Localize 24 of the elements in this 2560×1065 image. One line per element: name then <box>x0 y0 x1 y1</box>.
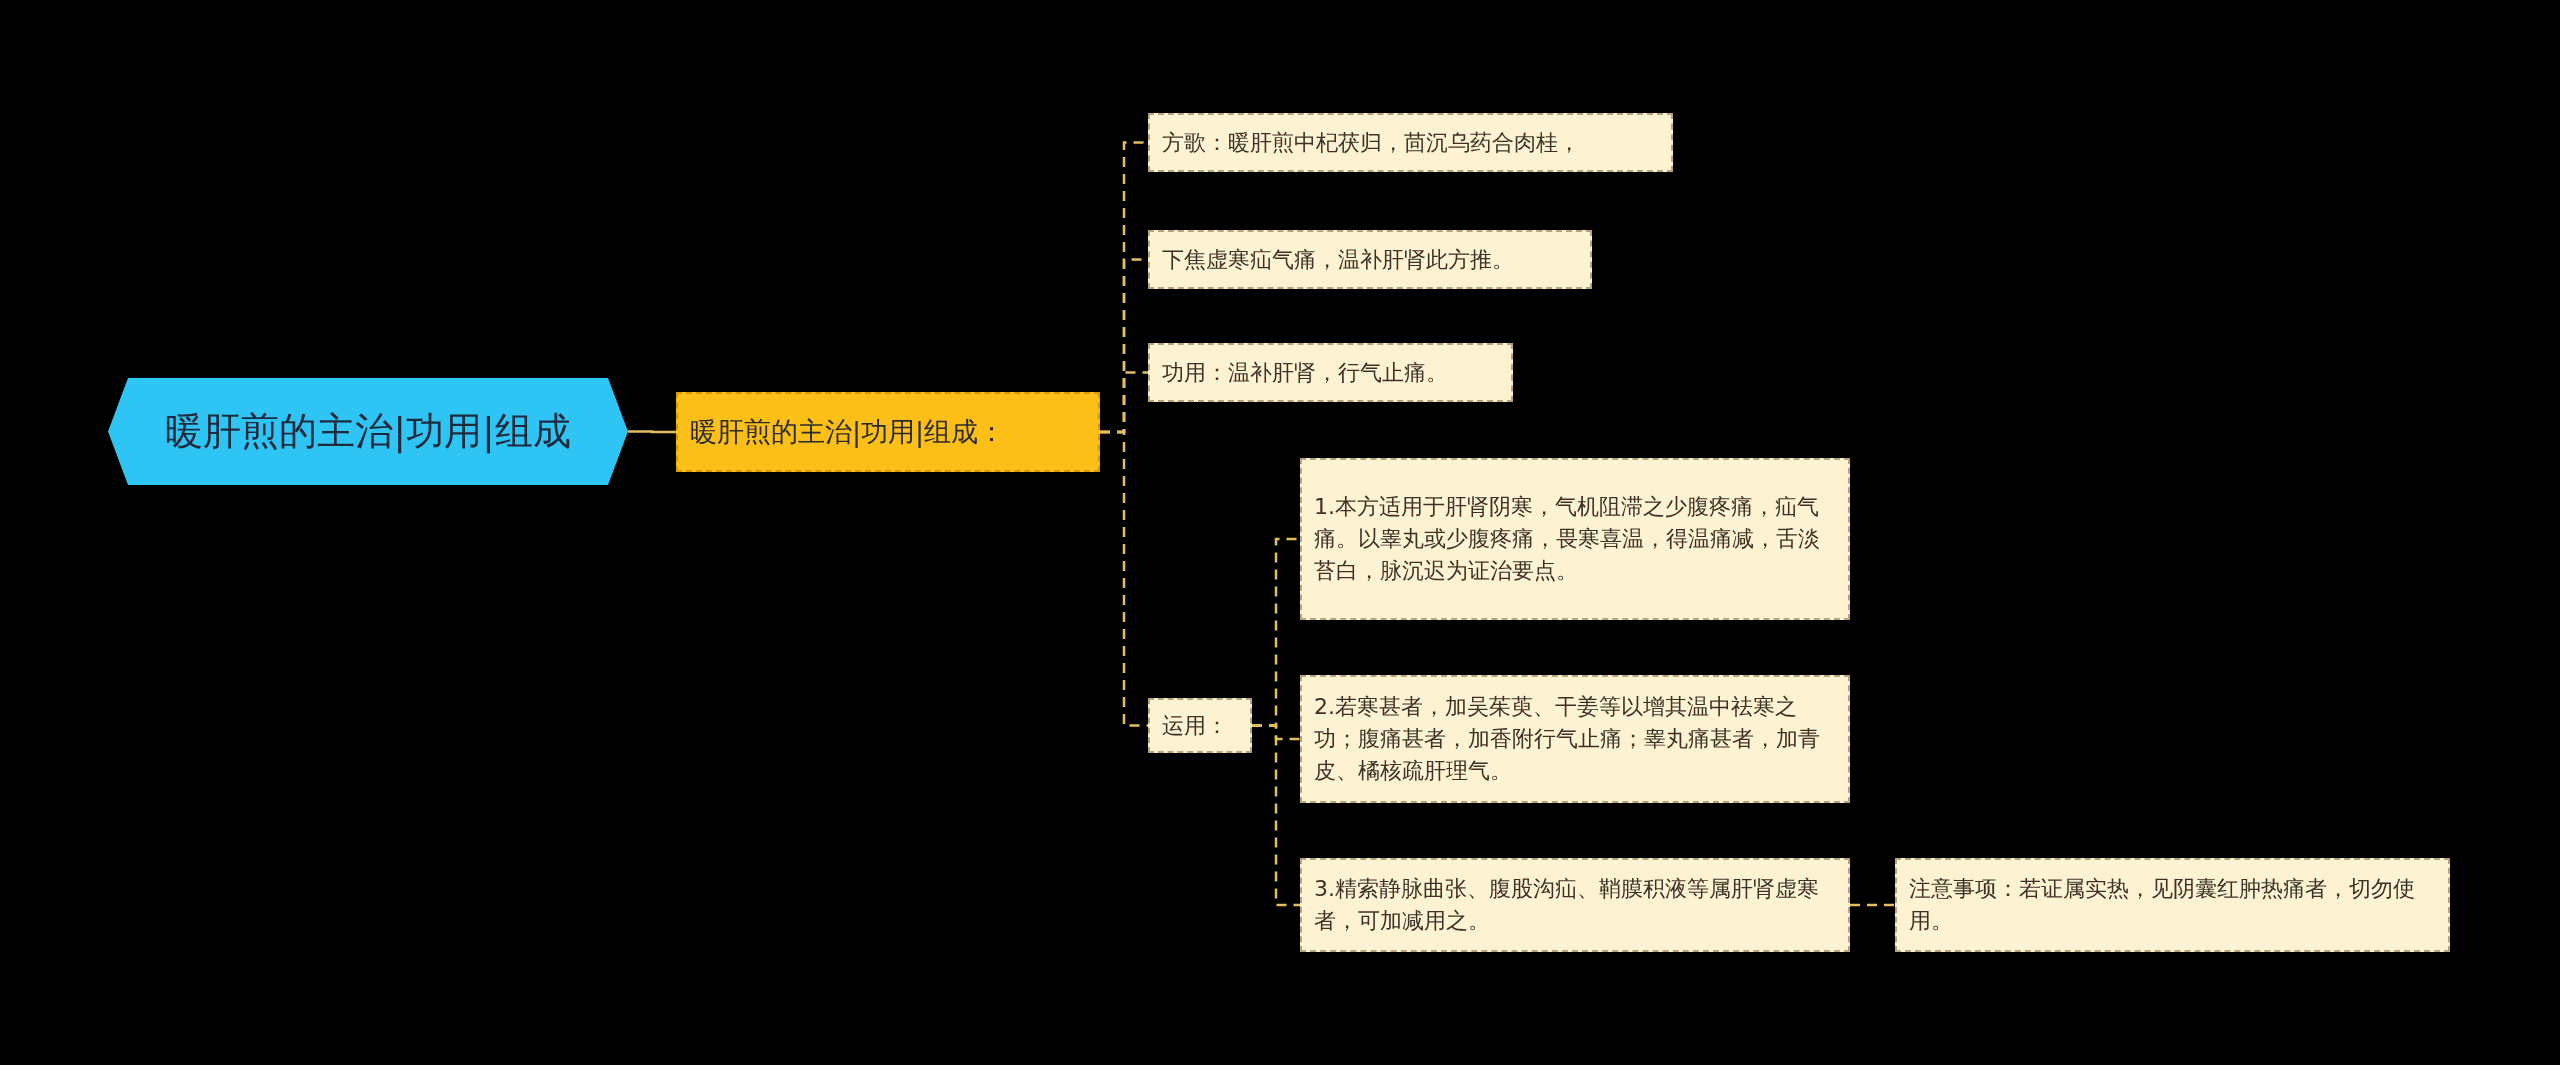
note-box <box>1148 113 1673 172</box>
node-text: 暖肝煎的主治|功用|组成： <box>690 415 1006 450</box>
connector-line <box>1100 430 1148 727</box>
connector-line <box>1850 903 1895 907</box>
note-box <box>1148 230 1592 289</box>
note-box <box>1300 675 1850 803</box>
node-text: 运用： <box>1162 711 1228 740</box>
node-text: 2.若寒甚者，加吴茱萸、干姜等以增其温中祛寒之功；腹痛甚者，加香附行气止痛；睾丸痛甚者，加青皮、橘核疏肝理气。 <box>1314 693 1821 785</box>
note-box <box>1300 858 1850 952</box>
connector-line <box>1252 724 1300 907</box>
note-box <box>1300 458 1850 620</box>
node-text: 3.精索静脉曲张、腹股沟疝、鞘膜积液等属肝肾虚寒者，可加减用之。 <box>1314 875 1820 935</box>
note-box <box>1148 343 1513 402</box>
topic-title: 暖肝煎的主治|功用|组成 <box>165 407 571 456</box>
node-text: 方歌：暖肝煎中杞茯归，茴沉乌药合肉桂， <box>1162 128 1580 157</box>
branch-box <box>676 392 1100 472</box>
topic-hexagon <box>108 378 628 485</box>
note-box <box>1895 858 2450 952</box>
node-text: 注意事项：若证属实热，见阴囊红肿热痛者，切勿使用。 <box>1909 875 2416 935</box>
node-text: 1.本方适用于肝肾阴寒，气机阻滞之少腹疼痛，疝气痛。以睾丸或少腹疼痛，畏寒喜温，得温痛减，舌淡苔白，脉沉迟为证治要点。 <box>1314 493 1821 585</box>
node-text: 下焦虚寒疝气痛，温补肝肾此方推。 <box>1162 245 1514 274</box>
node-text: 功用：温补肝肾，行气止痛。 <box>1162 358 1448 387</box>
note-box <box>1148 698 1252 753</box>
connector-line <box>628 430 676 434</box>
